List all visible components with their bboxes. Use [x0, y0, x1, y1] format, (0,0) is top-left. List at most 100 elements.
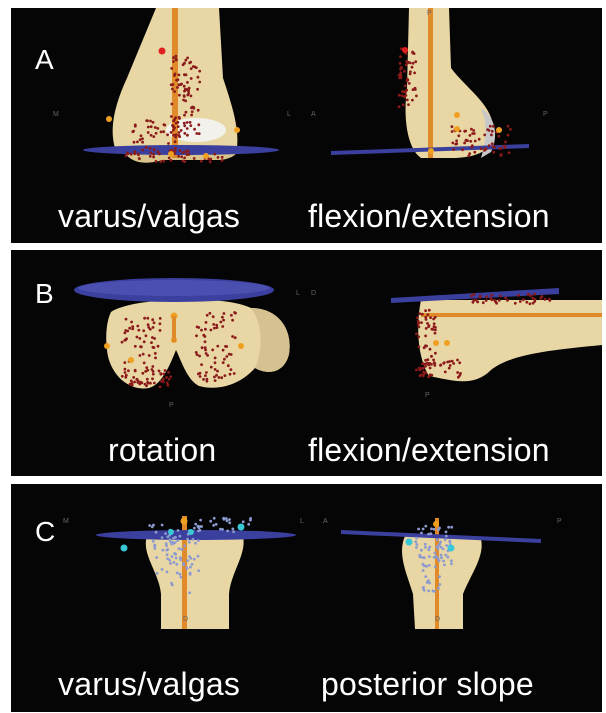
panel-label: B [35, 278, 54, 310]
digitized-point [422, 569, 425, 572]
digitized-point [170, 115, 173, 118]
digitized-point [420, 374, 423, 377]
digitized-point [200, 329, 203, 332]
digitized-point [172, 83, 175, 86]
digitized-point [130, 380, 133, 383]
digitized-point [216, 345, 219, 348]
digitized-point [193, 128, 196, 131]
digitized-point [418, 345, 421, 348]
digitized-point [482, 301, 485, 304]
panel-label: A [35, 44, 54, 76]
digitized-point [163, 124, 166, 127]
digitized-point [204, 374, 207, 377]
tibia-side-model [402, 536, 482, 629]
digitized-point [464, 130, 467, 133]
digitized-point [153, 547, 156, 550]
digitized-point [188, 555, 191, 558]
digitized-point [166, 133, 169, 136]
digitized-point [150, 134, 153, 137]
digitized-point [126, 330, 129, 333]
digitized-point [141, 149, 144, 152]
digitized-point [433, 322, 436, 325]
digitized-point [450, 526, 453, 529]
digitized-point [154, 352, 157, 355]
digitized-point [148, 354, 151, 357]
digitized-point [174, 150, 177, 153]
digitized-point [491, 142, 494, 145]
digitized-point [145, 334, 148, 337]
digitized-point [165, 376, 168, 379]
digitized-point [419, 556, 422, 559]
panel-a: A M L A P P varus/valgas flexion/extensi… [11, 8, 602, 243]
digitized-point [133, 141, 136, 144]
digitized-point [209, 161, 212, 164]
digitized-point [178, 547, 181, 550]
digitized-point [427, 533, 430, 536]
digitized-point [454, 143, 457, 146]
digitized-point [169, 562, 172, 565]
digitized-point [175, 58, 178, 61]
digitized-point [142, 329, 145, 332]
digitized-point [194, 523, 197, 526]
digitized-point [180, 155, 183, 158]
digitized-point [224, 345, 227, 348]
digitized-point [178, 74, 181, 77]
digitized-point [155, 160, 158, 163]
digitized-point [152, 135, 155, 138]
digitized-point [400, 66, 403, 69]
digitized-point [448, 367, 451, 370]
digitized-point [159, 386, 162, 389]
digitized-point [131, 384, 134, 387]
digitized-point [146, 378, 149, 381]
digitized-point [399, 55, 402, 58]
digitized-point [220, 376, 223, 379]
digitized-point [136, 325, 139, 328]
digitized-point [190, 67, 193, 70]
digitized-point [429, 367, 432, 370]
digitized-point [427, 362, 430, 365]
digitized-point [500, 153, 503, 156]
digitized-point [428, 564, 431, 567]
digitized-point [125, 374, 128, 377]
digitized-point [162, 549, 165, 552]
digitized-point [158, 153, 161, 156]
digitized-point [425, 327, 428, 330]
digitized-point [517, 294, 520, 297]
digitized-point [149, 120, 152, 123]
digitized-point [152, 540, 155, 543]
digitized-point [402, 90, 405, 93]
digitized-point [151, 365, 154, 368]
digitized-point [179, 149, 182, 152]
digitized-point [418, 326, 421, 329]
digitized-point [424, 316, 427, 319]
digitized-point [168, 378, 171, 381]
digitized-point [184, 74, 187, 77]
digitized-point [188, 87, 191, 90]
digitized-point [430, 355, 433, 358]
digitized-point [126, 152, 129, 155]
digitized-point [133, 152, 136, 155]
digitized-point [130, 153, 133, 156]
axis-mark: D [311, 290, 316, 297]
digitized-point [134, 345, 137, 348]
digitized-point [548, 298, 551, 301]
digitized-point [498, 299, 501, 302]
digitized-point [221, 316, 224, 319]
tibia-front-model [146, 536, 244, 629]
digitized-point [399, 62, 402, 65]
digitized-point [461, 148, 464, 151]
caption-flexion-extension: flexion/extension [308, 432, 550, 469]
digitized-point [136, 381, 139, 384]
digitized-point [162, 130, 165, 133]
digitized-point [185, 88, 188, 91]
digitized-point [437, 587, 440, 590]
digitized-point [127, 369, 130, 372]
digitized-point [490, 294, 493, 297]
digitized-point [155, 132, 158, 135]
panel-c: C M L A P D D varus/valgas posterior slo… [11, 484, 602, 712]
digitized-point [171, 124, 174, 127]
digitized-point [121, 375, 124, 378]
digitized-point [409, 70, 412, 73]
digitized-point [143, 317, 146, 320]
digitized-point [137, 329, 140, 332]
